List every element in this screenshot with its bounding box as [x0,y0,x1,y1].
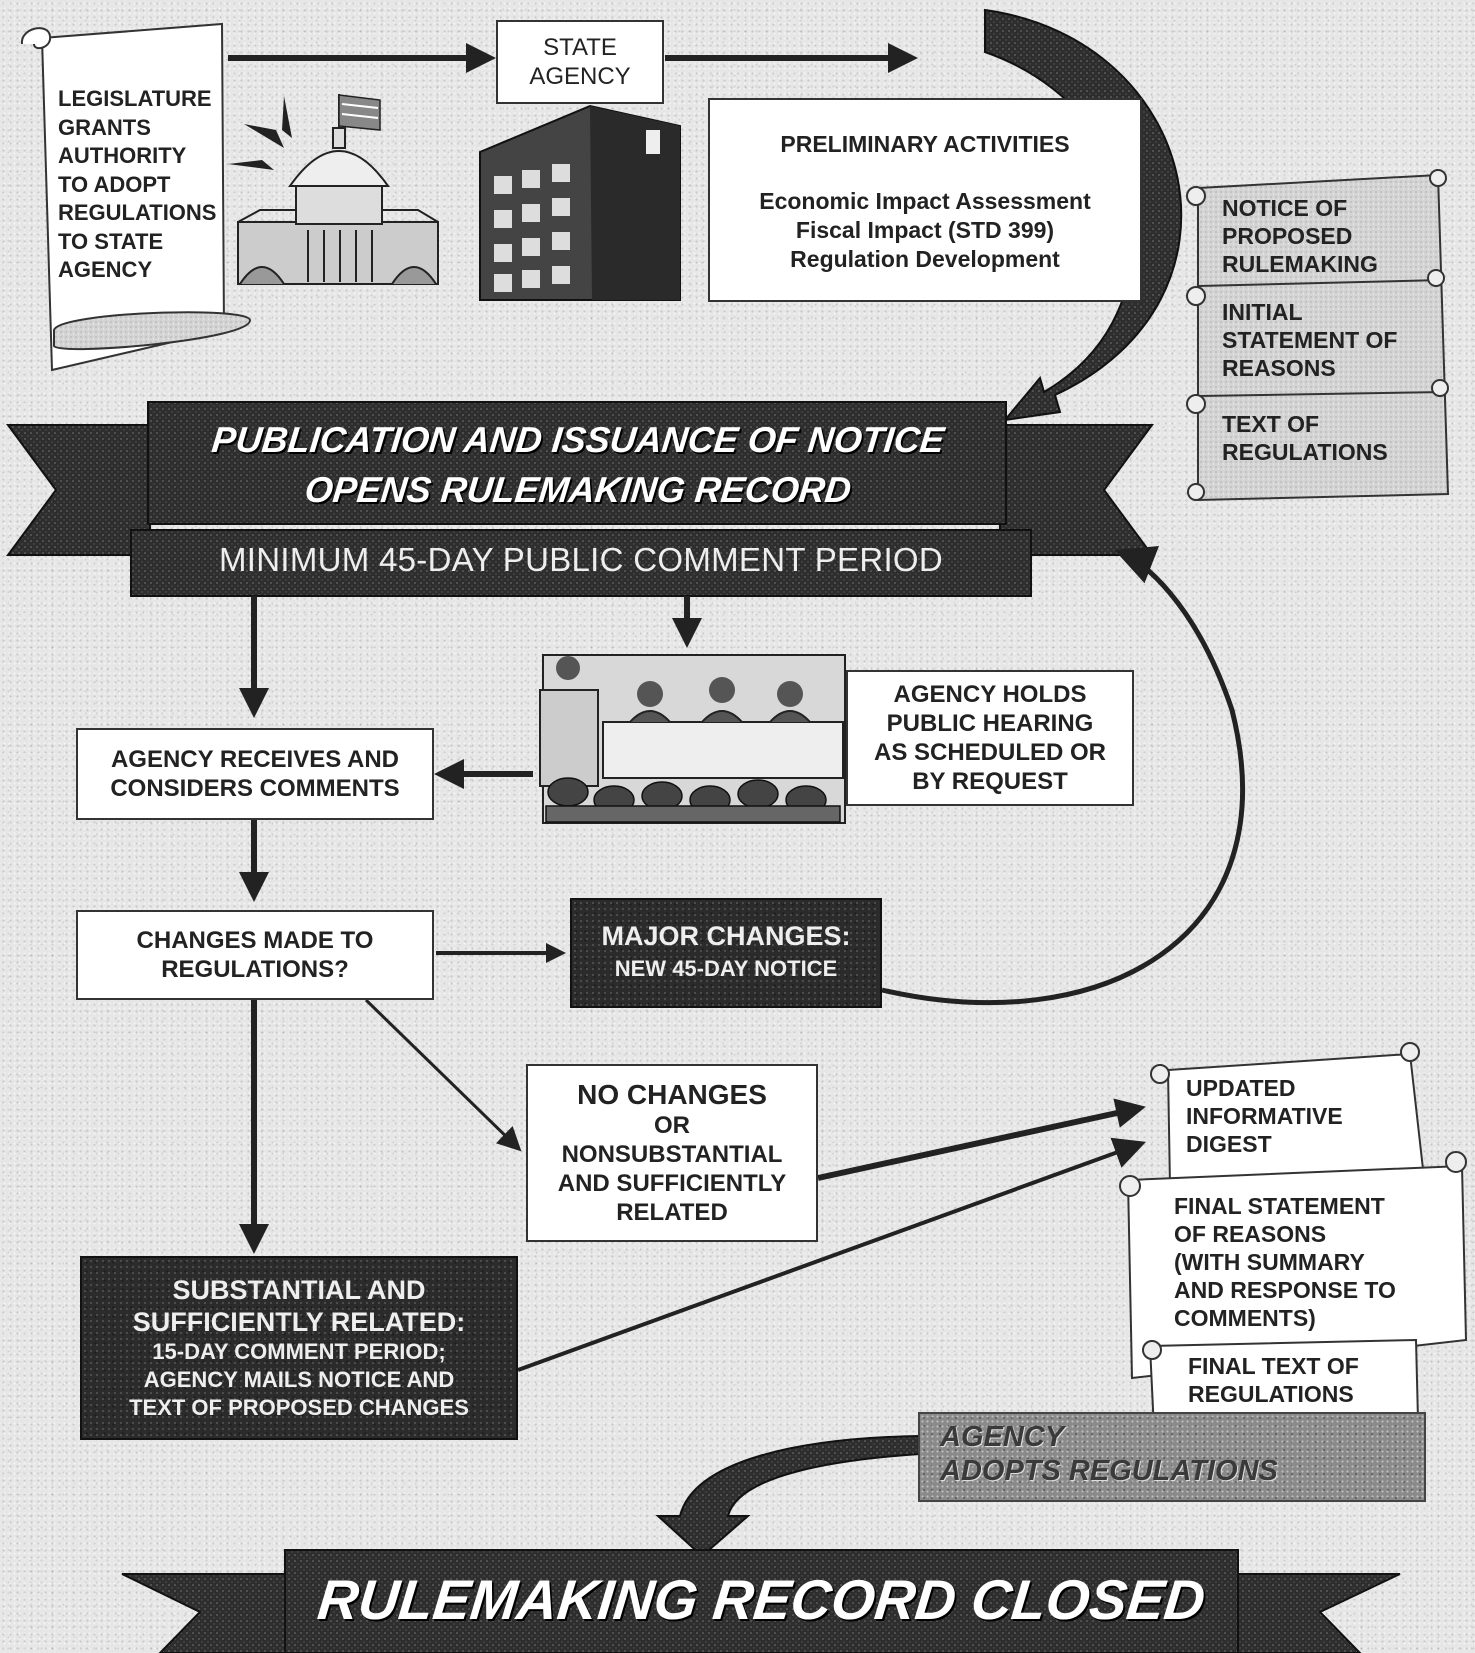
substantial-title: SUBSTANTIAL AND SUFFICIENTLY RELATED: [132,1275,466,1337]
legislature-scroll [20,22,252,372]
preliminary-item-fiscal: Fiscal Impact (STD 399) [795,217,1055,243]
agency-adopts-box [918,1412,1426,1502]
arrow-major-changes-back-to-publication [881,545,1246,1005]
preliminary-item-economic: Economic Impact Assessment [759,188,1091,214]
comment-period-label: MINIMUM 45-DAY PUBLIC COMMENT PERIOD [218,541,944,578]
no-changes-title: NO CHANGES [577,1079,767,1110]
final-statement-scroll-text: FINAL STATEMENT OF REASONS (WITH SUMMARY… [1174,1193,1396,1331]
major-changes-title: MAJOR CHANGES: [601,921,851,951]
record-closed-label: RULEMAKING RECORD CLOSED [314,1568,1209,1631]
publication-banner-line1: PUBLICATION AND ISSUANCE OF NOTICE [209,419,947,460]
preliminary-activities-box: PRELIMINARY ACTIVITIES Economic Impact A… [708,98,1142,302]
major-changes-box: MAJOR CHANGES: NEW 45-DAY NOTICE [570,898,882,1008]
final-text-scroll-text: FINAL TEXT OF REGULATIONS [1188,1353,1359,1407]
capitol-icon [228,94,439,285]
agency-adopts-label: AGENCY ADOPTS REGULATIONS [940,1421,1278,1487]
no-changes-or: OR [654,1112,690,1139]
text-of-regulations-scroll-text: TEXT OF REGULATIONS [1222,411,1388,465]
changes-made-box: CHANGES MADE TO REGULATIONS? [76,910,434,1000]
arrow-substantial-to-digest [517,1137,1147,1372]
initial-statement-scroll-text: INITIAL STATEMENT OF REASONS [1222,299,1398,381]
updated-digest-scroll-text: UPDATED INFORMATIVE DIGEST [1186,1075,1343,1157]
arrow-no-changes-to-digest [817,1098,1146,1181]
bottom-document-scrolls [1119,1042,1468,1432]
public-hearing-box: AGENCY HOLDS PUBLIC HEARING AS SCHEDULED… [846,670,1134,806]
no-changes-box: NO CHANGES OR NONSUBSTANTIAL AND SUFFICI… [526,1064,818,1242]
receives-comments-label: AGENCY RECEIVES AND CONSIDERS COMMENTS [110,746,400,802]
substantial-body: 15-DAY COMMENT PERIOD; AGENCY MAILS NOTI… [129,1339,469,1420]
arrow-changes-to-no-changes [364,998,522,1152]
major-changes-subtitle: NEW 45-DAY NOTICE [614,956,838,981]
no-changes-rest: NONSUBSTANTIAL AND SUFFICIENTLY RELATED [557,1141,787,1226]
public-hearing-icon [539,654,846,824]
substantial-box: SUBSTANTIAL AND SUFFICIENTLY RELATED: 15… [80,1256,518,1440]
arrow-adopt-to-closed [655,1434,921,1558]
publication-banner-line2: OPENS RULEMAKING RECORD [302,469,854,510]
notice-scroll-text: NOTICE OF PROPOSED RULEMAKING [1222,195,1378,277]
state-agency-label: STATE AGENCY [529,34,631,90]
state-agency-box: STATE AGENCY [496,20,664,104]
preliminary-title: PRELIMINARY ACTIVITIES [780,131,1070,157]
record-closed-ribbon [121,1549,1401,1653]
top-document-scrolls [1186,169,1450,502]
changes-made-label: CHANGES MADE TO REGULATIONS? [136,927,374,983]
receives-comments-box: AGENCY RECEIVES AND CONSIDERS COMMENTS [76,728,434,820]
public-hearing-label: AGENCY HOLDS PUBLIC HEARING AS SCHEDULED… [873,681,1107,795]
preliminary-item-development: Regulation Development [790,246,1060,272]
publication-banner-ribbon [6,401,1154,597]
legislature-text: LEGISLATURE GRANTS AUTHORITY TO ADOPT RE… [58,86,217,282]
office-building-icon [479,104,681,301]
